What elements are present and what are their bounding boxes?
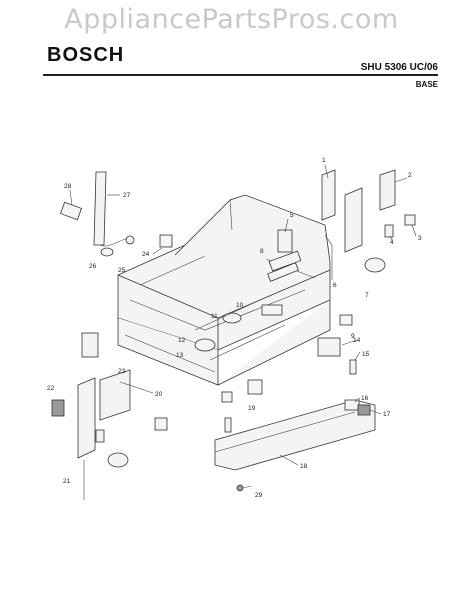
callout-29: 29 [255,492,263,499]
section-title: BASE [415,80,438,89]
base-tub [117,194,331,386]
watermark-text: AppliancePartsPros.com [64,4,399,35]
callout-8: 8 [260,248,264,255]
part-5-left [81,332,99,358]
callout-15: 15 [362,351,370,358]
part-25 [125,235,135,245]
callout-labels: 1 2 3 4 5 6 7 8 9 10 11 12 13 14 15 16 1… [47,157,422,499]
callout-27: 27 [123,192,131,199]
part-24 [159,234,173,248]
callout-22: 22 [47,385,55,392]
part-8 [268,250,302,272]
front-toe-panel [214,399,376,471]
part-7-left [107,452,129,468]
hose-part [93,171,107,246]
part-16 [344,399,360,411]
callout-5: 5 [290,212,294,219]
callout-28: 28 [64,183,72,190]
part-3-lower [154,417,168,431]
callout-18: 18 [300,463,308,470]
part-14 [317,337,341,357]
callout-6: 6 [333,282,337,289]
part-29 [236,484,244,492]
callout-25: 25 [118,267,126,274]
part-26 [100,247,114,257]
callout-19: 19 [248,405,256,412]
callout-3: 3 [418,235,422,242]
callout-9: 9 [351,333,355,340]
callout-16: 16 [361,395,369,402]
callout-20: 20 [155,391,163,398]
part-7-right [364,257,386,273]
part-3-top [404,214,416,226]
part-15-right [349,359,357,375]
callout-23: 23 [118,368,126,375]
part-4-left [95,429,105,443]
callout-12: 12 [178,337,186,344]
callout-24: 24 [142,251,150,258]
part-4-top [384,224,394,238]
part-15-lower [224,417,232,433]
callout-4: 4 [390,239,394,246]
callout-1: 1 [322,157,326,164]
part-19 [247,379,263,395]
part-28 [59,201,83,221]
callout-10: 10 [236,302,244,309]
callout-11: 11 [211,313,218,320]
left-bracket-assembly [51,369,131,500]
callout-2: 2 [408,172,412,179]
header-rule [43,74,438,76]
model-number: SHU 5306 UC/06 [360,62,438,73]
callout-17: 17 [383,411,391,418]
callout-13: 13 [176,352,184,359]
callout-21: 21 [63,478,71,485]
right-bracket-assembly [321,169,396,280]
callout-26: 26 [89,263,97,270]
part-5-top [277,229,293,253]
callout-14: 14 [353,337,361,344]
brand-logo: BOSCH [47,44,125,66]
part-17 [357,404,371,416]
part-9-lower [221,391,233,403]
part-9 [339,314,353,326]
leader-lines [69,164,417,489]
callout-7: 7 [365,292,369,299]
